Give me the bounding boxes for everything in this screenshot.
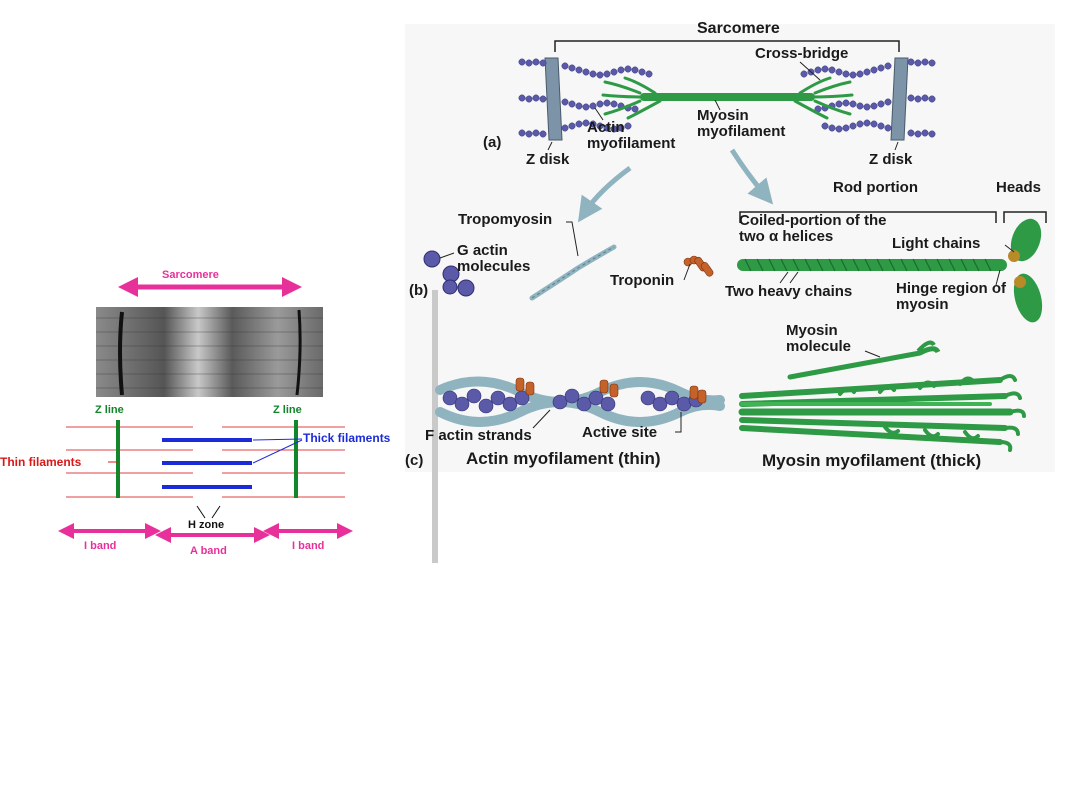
myosin-heads-a <box>601 76 854 120</box>
rod-portion-bracket <box>739 211 997 223</box>
z-disk-pointer-right <box>894 141 899 151</box>
micrograph-image <box>96 307 323 397</box>
light-chains-pointer <box>1004 244 1015 253</box>
arrow-to-actin-detail <box>577 165 632 223</box>
thick-pointer-1 <box>252 438 303 441</box>
heads-bracket <box>1003 211 1047 223</box>
z-line-right-label: Z line <box>273 404 302 416</box>
rod-portion-label: Rod portion <box>833 179 918 196</box>
thin-filament-lines <box>66 426 345 498</box>
tropomyosin-label: Tropomyosin <box>458 211 553 228</box>
sarcomere-title: Sarcomere <box>697 20 780 37</box>
hinge-pointer <box>995 269 1001 286</box>
left-sarcomere-label: Sarcomere <box>162 269 219 281</box>
myosin-core-a <box>640 93 815 101</box>
heavy-chains-pointer-2 <box>789 271 799 284</box>
i-band-right-label: I band <box>292 540 325 552</box>
thick-pointer-2 <box>252 439 303 464</box>
z-disk-right-label: Z disk <box>869 151 913 168</box>
z-line-left-label: Z line <box>95 404 124 416</box>
myosin-head-lower <box>1013 273 1043 323</box>
g-actin-pointer <box>439 252 455 259</box>
z-band-dark-left <box>118 311 124 396</box>
h-zone-pointer-left <box>196 505 206 519</box>
z-disk-right-shape <box>890 57 909 141</box>
divider-bar <box>432 290 438 563</box>
actin-pointer-a <box>594 107 604 121</box>
coiled-portion-label: Coiled-portion of the two α helices <box>739 212 887 245</box>
active-site-label: Active site <box>582 424 658 441</box>
panel-b-molecules <box>423 211 1047 323</box>
myosin-thick-bundle <box>738 377 1014 445</box>
left-sarcomere-diagram <box>58 277 353 543</box>
two-heavy-chains-label: Two heavy chains <box>725 283 853 300</box>
hinge-region-label: Hinge region of myosin <box>896 280 1006 313</box>
z-disk-left-label: Z disk <box>526 151 570 168</box>
myosin-molecule-pointer <box>864 350 881 358</box>
z-disk-pointer-left <box>547 141 553 151</box>
myosin-myofilament-label: Myosin myofilament <box>697 107 786 140</box>
actin-thin-caption: Actin myofilament (thin) <box>466 449 661 468</box>
light-chains-label: Light chains <box>892 235 981 252</box>
myosin-molecule-small <box>787 350 923 380</box>
actin-beads-a <box>518 58 936 138</box>
thick-filaments-label: Thick filaments <box>303 431 391 445</box>
troponin-on-actin <box>515 377 707 404</box>
actin-myofilament-label: Actin myofilament <box>587 119 676 152</box>
g-actin-balls <box>423 250 475 297</box>
myosin-thick-caption: Myosin myofilament (thick) <box>762 451 982 470</box>
myosin-molecule-label: Myosin molecule <box>786 322 852 355</box>
g-actin-label: G actin molecules <box>457 242 531 275</box>
actin-helix-beads <box>442 388 704 414</box>
panel-c-filaments <box>435 340 1026 452</box>
myosin-head-upper <box>1010 218 1042 262</box>
panel-a-label: (a) <box>483 134 502 151</box>
z-disk-left-shape <box>544 57 563 141</box>
cross-bridge-label: Cross-bridge <box>755 45 849 62</box>
troponin-pointer <box>683 263 691 281</box>
a-band-label: A band <box>190 545 227 557</box>
cross-bridge-pointer <box>799 61 821 81</box>
myosin-rod <box>737 259 1007 271</box>
troponin-label: Troponin <box>610 272 675 289</box>
thin-filaments-label: Thin filaments <box>0 455 82 469</box>
h-zone-label: H zone <box>188 519 225 531</box>
f-actin-strands-label: F actin strands <box>425 427 532 444</box>
myosin-pointer-a <box>714 99 721 111</box>
light-chain-1 <box>1008 250 1020 262</box>
light-chain-2 <box>1014 276 1026 288</box>
thick-filament-lines <box>162 438 252 489</box>
panel-a-sarcomere <box>518 40 936 223</box>
sarcomere-bracket <box>554 40 900 52</box>
panel-b-label: (b) <box>409 282 429 299</box>
panel-c-label: (c) <box>405 452 424 469</box>
i-band-left-label: I band <box>84 540 117 552</box>
myosin-bundle-heads <box>838 374 1026 452</box>
arrow-to-myosin-detail <box>729 148 774 205</box>
heads-label: Heads <box>996 179 1042 196</box>
z-band-dark-right <box>295 309 302 396</box>
f-actin-pointer <box>532 409 551 429</box>
heavy-chains-pointer-1 <box>779 271 789 284</box>
tropomyosin-pointer <box>566 221 579 257</box>
h-zone-pointer-right <box>211 505 221 519</box>
active-site-pointer <box>675 412 682 433</box>
